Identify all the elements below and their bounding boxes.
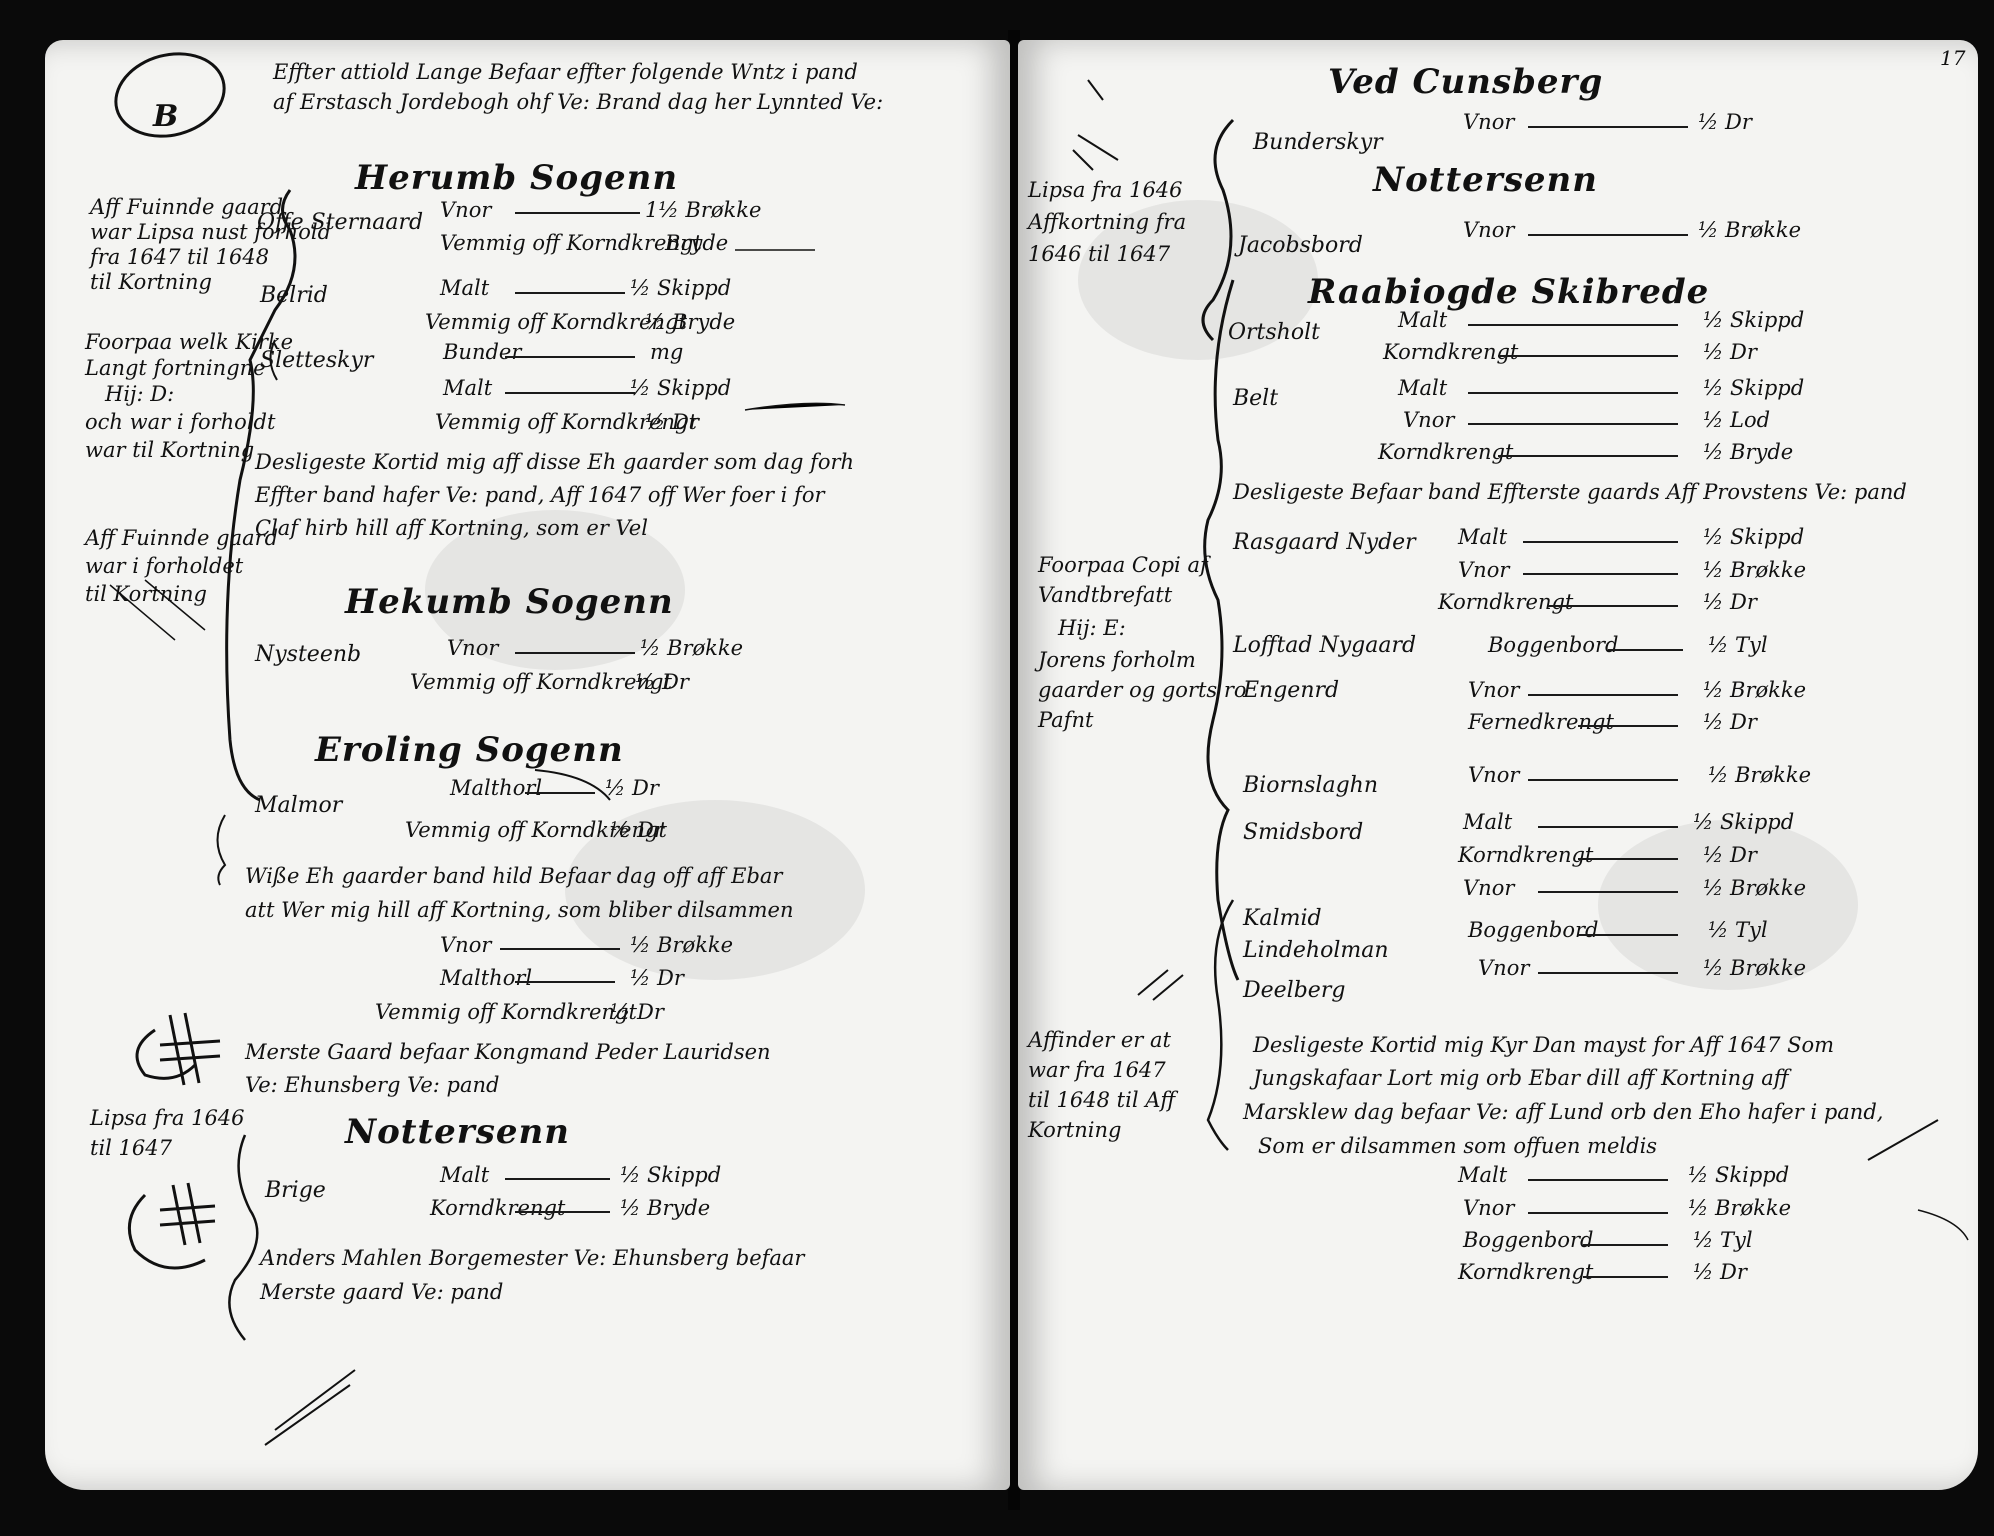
paper-stain [1078,200,1318,360]
parish-heading: Herumb Sogenn [355,158,679,198]
marginal-letter: B [153,99,179,134]
paper-stain [565,800,865,980]
right-page: 17 Lipsa fra 1646 Affkortning fra 1646 t… [1018,40,1978,1490]
paper-stain [425,510,685,670]
parish-heading: Ved Cunsberg [1328,62,1604,102]
intro-line: af Erstasch Jordebogh ohf Ve: Brand dag … [273,90,884,114]
parish-heading: Raabiogde Skibrede [1308,272,1710,312]
intro-line: Effter attiold Lange Befaar effter folge… [273,60,858,84]
parish-heading: Eroling Sogenn [315,730,624,770]
book-gutter [1008,30,1020,1510]
paper-stain [1598,820,1858,990]
folio-number: 17 [1940,46,1966,70]
parish-heading: Nottersenn [345,1112,570,1152]
parish-heading: Hekumb Sogenn [345,582,674,622]
parish-heading: Nottersenn [1373,160,1598,200]
right-ink-strokes [1072,79,1969,1241]
left-page: B Effter attiold Lange Befaar effter fol… [45,40,1010,1490]
left-ink-strokes [109,52,846,1446]
